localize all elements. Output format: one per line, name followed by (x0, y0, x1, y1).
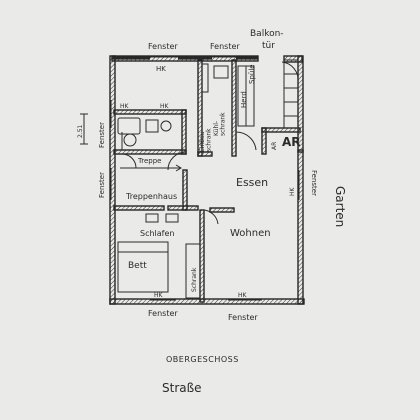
label-window-bottom-left: Fenster (148, 309, 178, 318)
label-window-bottom-right: Fenster (228, 313, 258, 322)
kitchen-fixtures (201, 63, 255, 127)
label-sink: Spüle (248, 64, 256, 84)
label-hk-bottom-left: HK (154, 292, 164, 299)
label-staircase: Treppenhaus (125, 192, 177, 201)
label-dimension: 2.51 (77, 124, 84, 138)
label-bed: Bett (128, 261, 147, 271)
stairs-arrow (120, 164, 182, 172)
label-hk-dining: HK (289, 186, 296, 196)
label-window-left-2: Fenster (98, 172, 106, 198)
label-refrigerator: Kühl-schrank (213, 112, 227, 136)
bed-furniture (117, 241, 169, 293)
label-dining: Essen (236, 176, 268, 189)
living-top-wall (209, 207, 235, 213)
label-window-left-1: Fenster (98, 122, 106, 148)
label-hk-bath-2: HK (160, 103, 170, 110)
outer-walls (109, 55, 305, 305)
window-lines (110, 56, 304, 305)
label-window-right: Fenster (310, 170, 318, 196)
ar-left-wall (261, 127, 267, 155)
label-living: Wohnen (230, 228, 271, 239)
stair-bottom-wall (113, 205, 165, 211)
kitchen-bottom-wall (197, 151, 213, 157)
label-ar: AR (282, 135, 301, 149)
inner-walls (113, 59, 301, 303)
label-stairs: Treppe (137, 157, 161, 165)
bath-fixtures (117, 117, 172, 150)
label-floor-name: OBERGESCHOSS (166, 355, 239, 364)
label-hk-bottom-right: HK (238, 292, 248, 299)
label-closet: Schrank (191, 267, 198, 292)
label-hk-top: HK (156, 65, 166, 73)
label-window-top-left: Fenster (148, 42, 178, 51)
dimension-marker (80, 113, 88, 145)
bath-top-wall (113, 109, 187, 115)
bedroom-right-wall (199, 209, 205, 303)
label-balcony-door-2: tür (262, 41, 275, 51)
label-balcony-door-1: Balkon- (250, 29, 284, 39)
bath-bottom-wall (113, 149, 187, 155)
bottom-wall (109, 298, 305, 305)
stair-right-wall (182, 169, 188, 211)
label-kitchen-cabinet: Einbau-schrank (199, 128, 213, 152)
label-stove: Herd (240, 91, 248, 108)
label-ar-small: AR (271, 142, 278, 150)
label-window-top-mid: Fenster (210, 42, 240, 51)
ar-top-wall (261, 127, 301, 133)
closet-furniture (145, 213, 201, 299)
bath-right-wall (181, 109, 187, 155)
storage-shelf (283, 59, 299, 129)
label-bedroom: Schlafen (140, 229, 174, 238)
kitchen-right-wall (231, 59, 237, 157)
label-garden: Garten (333, 186, 347, 227)
label-street: Straße (162, 381, 202, 395)
label-hk-bath: HK (120, 103, 130, 110)
